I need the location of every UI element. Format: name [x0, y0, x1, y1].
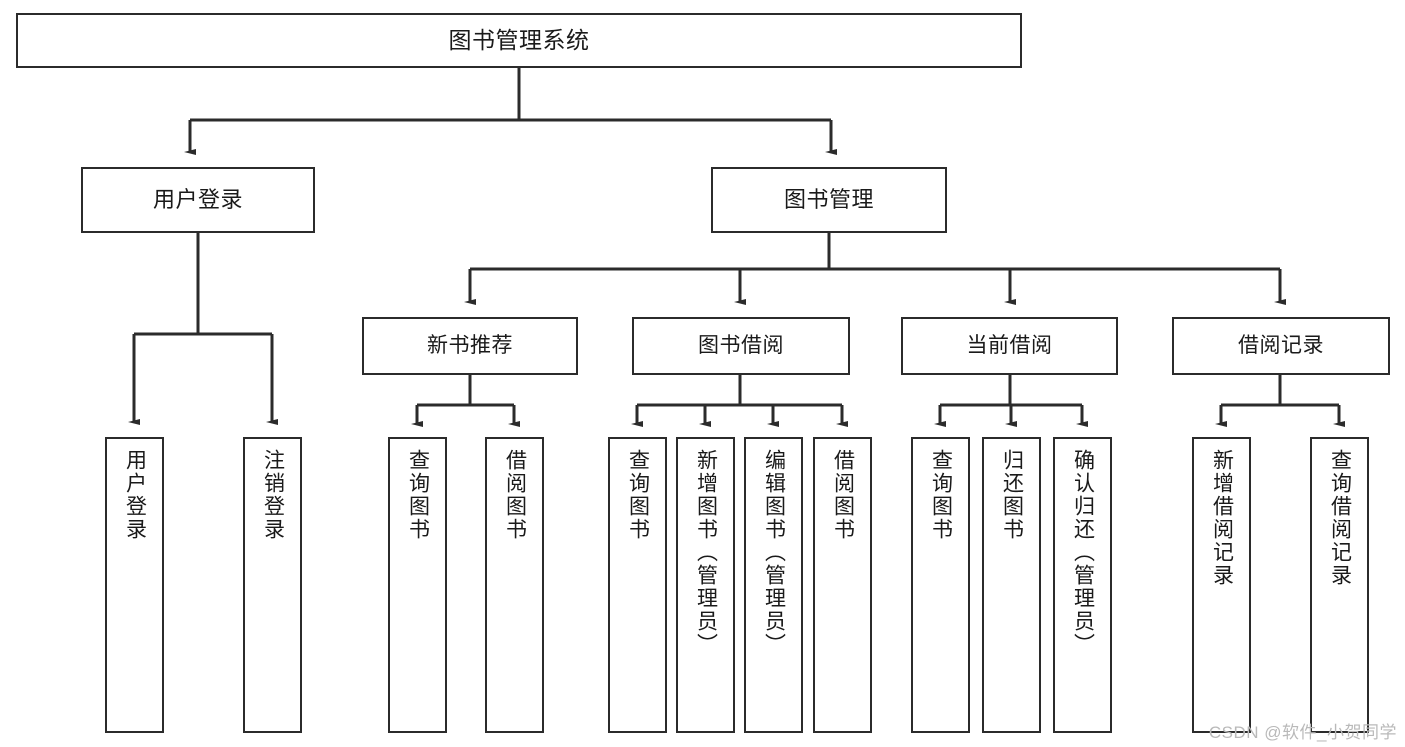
node-leaf-borrow-book-1[interactable]: 借阅图书	[485, 437, 544, 733]
node-leaf-return-book[interactable]: 归还图书	[982, 437, 1041, 733]
node-label: 新书推荐	[427, 334, 513, 358]
node-user-login[interactable]: 用户登录	[81, 167, 315, 233]
node-label: 借阅图书	[503, 449, 527, 541]
node-root-system[interactable]: 图书管理系统	[16, 13, 1022, 68]
node-leaf-query-book-1[interactable]: 查询图书	[388, 437, 447, 733]
node-label: 查询图书	[929, 449, 953, 541]
node-label: 确认归还（管理员）	[1071, 449, 1095, 656]
node-leaf-add-book[interactable]: 新增图书（管理员）	[676, 437, 735, 733]
node-label: 新增借阅记录	[1210, 449, 1234, 587]
node-leaf-query-book-2[interactable]: 查询图书	[608, 437, 667, 733]
node-new-book-recommend[interactable]: 新书推荐	[362, 317, 578, 375]
node-label: 新增图书（管理员）	[694, 449, 718, 656]
node-leaf-edit-book[interactable]: 编辑图书（管理员）	[744, 437, 803, 733]
node-label: 归还图书	[1000, 449, 1024, 541]
node-label: 编辑图书（管理员）	[762, 449, 786, 656]
node-label: 查询图书	[406, 449, 430, 541]
node-leaf-query-record[interactable]: 查询借阅记录	[1310, 437, 1369, 733]
node-label: 用户登录	[152, 187, 243, 213]
watermark-text: CSDN @软件_小贺同学	[1208, 723, 1397, 742]
node-current-borrow[interactable]: 当前借阅	[901, 317, 1118, 375]
node-leaf-user-login[interactable]: 用户登录	[105, 437, 164, 733]
node-label: 借阅图书	[831, 449, 855, 541]
node-label: 图书管理系统	[448, 27, 590, 54]
node-book-borrow[interactable]: 图书借阅	[632, 317, 850, 375]
node-leaf-query-book-3[interactable]: 查询图书	[911, 437, 970, 733]
node-leaf-confirm-return[interactable]: 确认归还（管理员）	[1053, 437, 1112, 733]
node-label: 借阅记录	[1238, 334, 1324, 358]
node-label: 用户登录	[123, 449, 147, 541]
node-label: 图书管理	[783, 187, 874, 213]
node-label: 查询借阅记录	[1328, 449, 1352, 587]
node-label: 查询图书	[626, 449, 650, 541]
node-leaf-borrow-book-2[interactable]: 借阅图书	[813, 437, 872, 733]
node-label: 图书借阅	[698, 334, 784, 358]
node-label: 注销登录	[261, 449, 285, 541]
node-label: 当前借阅	[966, 334, 1053, 358]
node-borrow-record[interactable]: 借阅记录	[1172, 317, 1390, 375]
node-leaf-add-record[interactable]: 新增借阅记录	[1192, 437, 1251, 733]
node-leaf-logout[interactable]: 注销登录	[243, 437, 302, 733]
node-book-manage[interactable]: 图书管理	[711, 167, 947, 233]
